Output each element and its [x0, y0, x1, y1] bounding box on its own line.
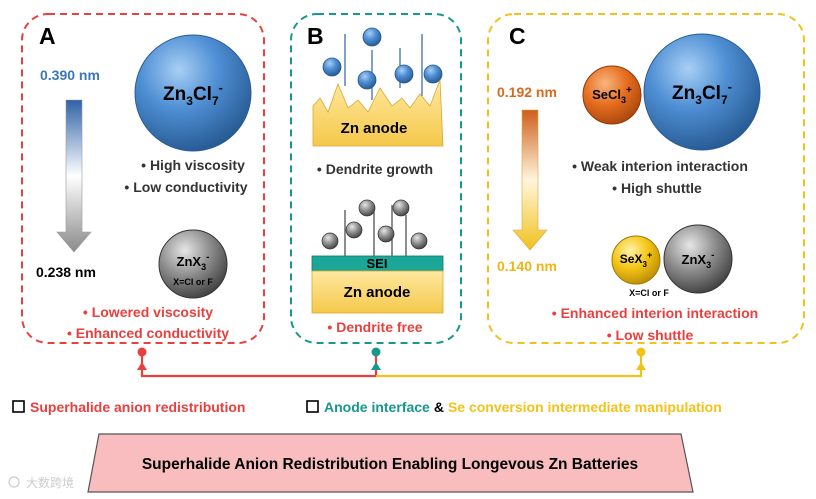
- dendritic-zn-anode: [312, 79, 444, 147]
- title-banner-shape: [87, 433, 694, 493]
- zn3cl7-anion-sphere: [134, 34, 252, 152]
- panel-a-result-1: • Lowered viscosity: [83, 304, 213, 320]
- znx3-anion-label: ZnX3-: [177, 252, 210, 272]
- panel-a-prop-2: • Low conductivity: [124, 179, 247, 195]
- panel-a-size-bottom: 0.238 nm: [36, 264, 96, 280]
- zn3cl7-anion-label-c: Zn3Cl7-: [672, 79, 732, 107]
- watermark-text: 大数跨境: [26, 475, 74, 490]
- panel-b-letter: B: [307, 23, 324, 49]
- panel-c-result-1: • Enhanced interion interaction: [552, 305, 758, 321]
- zn-ions-top: [322, 27, 443, 90]
- flat-zn-anode: [311, 270, 444, 314]
- panel-c: C 0.192 nm 0.140 nm SeCl3+ Zn3Cl7- • Wea…: [487, 13, 805, 344]
- secl3-cation-sphere: [582, 65, 642, 125]
- panel-a: A 0.390 nm 0.238 nm Zn3Cl7- • High visco…: [21, 13, 265, 344]
- legend-item-1: Superhalide anion redistribution: [30, 399, 245, 415]
- connector-arrowhead-b: [371, 362, 381, 370]
- legend-item-2-group: Anode interface&Se conversion intermedia…: [324, 399, 722, 415]
- zn3cl7-anion-sphere-c: [643, 33, 761, 151]
- panel-b-note-top: • Dendrite growth: [317, 161, 433, 177]
- panel-c-letter: C: [509, 23, 526, 49]
- sex3-cation-label: SeX3+: [620, 250, 652, 269]
- panel-a-prop-1: • High viscosity: [141, 157, 245, 173]
- connector-gold: [376, 353, 643, 378]
- znx3-anion-sphere: [158, 229, 228, 299]
- panel-b: B Zn anode • Dendrite growth: [290, 13, 462, 344]
- legend-box-2: [306, 400, 319, 413]
- title-banner: Superhalide Anion Redistribution Enablin…: [87, 433, 694, 493]
- panel-a-border: [21, 13, 265, 344]
- panel-a-letter: A: [39, 23, 56, 49]
- connector-dot-c: [636, 347, 646, 357]
- panel-c-size-top: 0.192 nm: [497, 84, 557, 100]
- panel-b-border: [290, 13, 462, 344]
- znx3-note: X=Cl or F: [173, 277, 213, 287]
- panel-c-border: [487, 13, 805, 344]
- panel-c-prop-1: • Weak interion interaction: [572, 158, 748, 174]
- legend-box-1: [12, 400, 25, 413]
- zn-anode-label-bottom: Zn anode: [344, 284, 411, 301]
- ion-flux-lines-top: [344, 34, 423, 100]
- connector-arrowhead-c: [636, 362, 646, 370]
- size-decrease-arrow: [56, 99, 92, 253]
- legend-amp: &: [434, 399, 444, 415]
- panel-b-note-bottom: • Dendrite free: [327, 319, 422, 335]
- panel-c-prop-2: • High shuttle: [612, 180, 702, 196]
- size-decrease-arrow-c: [512, 109, 548, 251]
- connector-dot-b: [371, 347, 381, 357]
- watermark: 大数跨境: [8, 475, 74, 490]
- panel-c-size-bottom: 0.140 nm: [497, 258, 557, 274]
- panel-c-result-2: • Low shuttle: [607, 327, 694, 343]
- connector-arrowhead-a: [137, 362, 147, 370]
- sei-label: SEI: [367, 256, 388, 271]
- zn-ions-bottom: [321, 199, 428, 250]
- znx3-anion-label-c: ZnX3-: [682, 250, 715, 270]
- znx3-anion-sphere-c: [663, 224, 733, 294]
- legend-item-3: Se conversion intermediate manipulation: [448, 399, 722, 415]
- sex3-cation-sphere: [611, 235, 661, 285]
- secl3-cation-label: SeCl3+: [592, 85, 632, 105]
- zn3cl7-anion-label: Zn3Cl7-: [163, 80, 223, 108]
- legend-item-2: Anode interface: [324, 399, 430, 415]
- zn-anode-label-top: Zn anode: [341, 120, 408, 137]
- panel-c-note: X=Cl or F: [629, 288, 669, 298]
- panel-a-result-2: • Enhanced conductivity: [67, 325, 229, 341]
- panel-a-size-top: 0.390 nm: [40, 67, 100, 83]
- legend: Superhalide anion redistribution Anode i…: [12, 399, 722, 415]
- connector-dot-a: [137, 347, 147, 357]
- panel-connectors: [137, 347, 646, 378]
- connector-red: [140, 353, 378, 378]
- title-banner-text: Superhalide Anion Redistribution Enablin…: [142, 456, 638, 473]
- watermark-icon: [8, 476, 20, 488]
